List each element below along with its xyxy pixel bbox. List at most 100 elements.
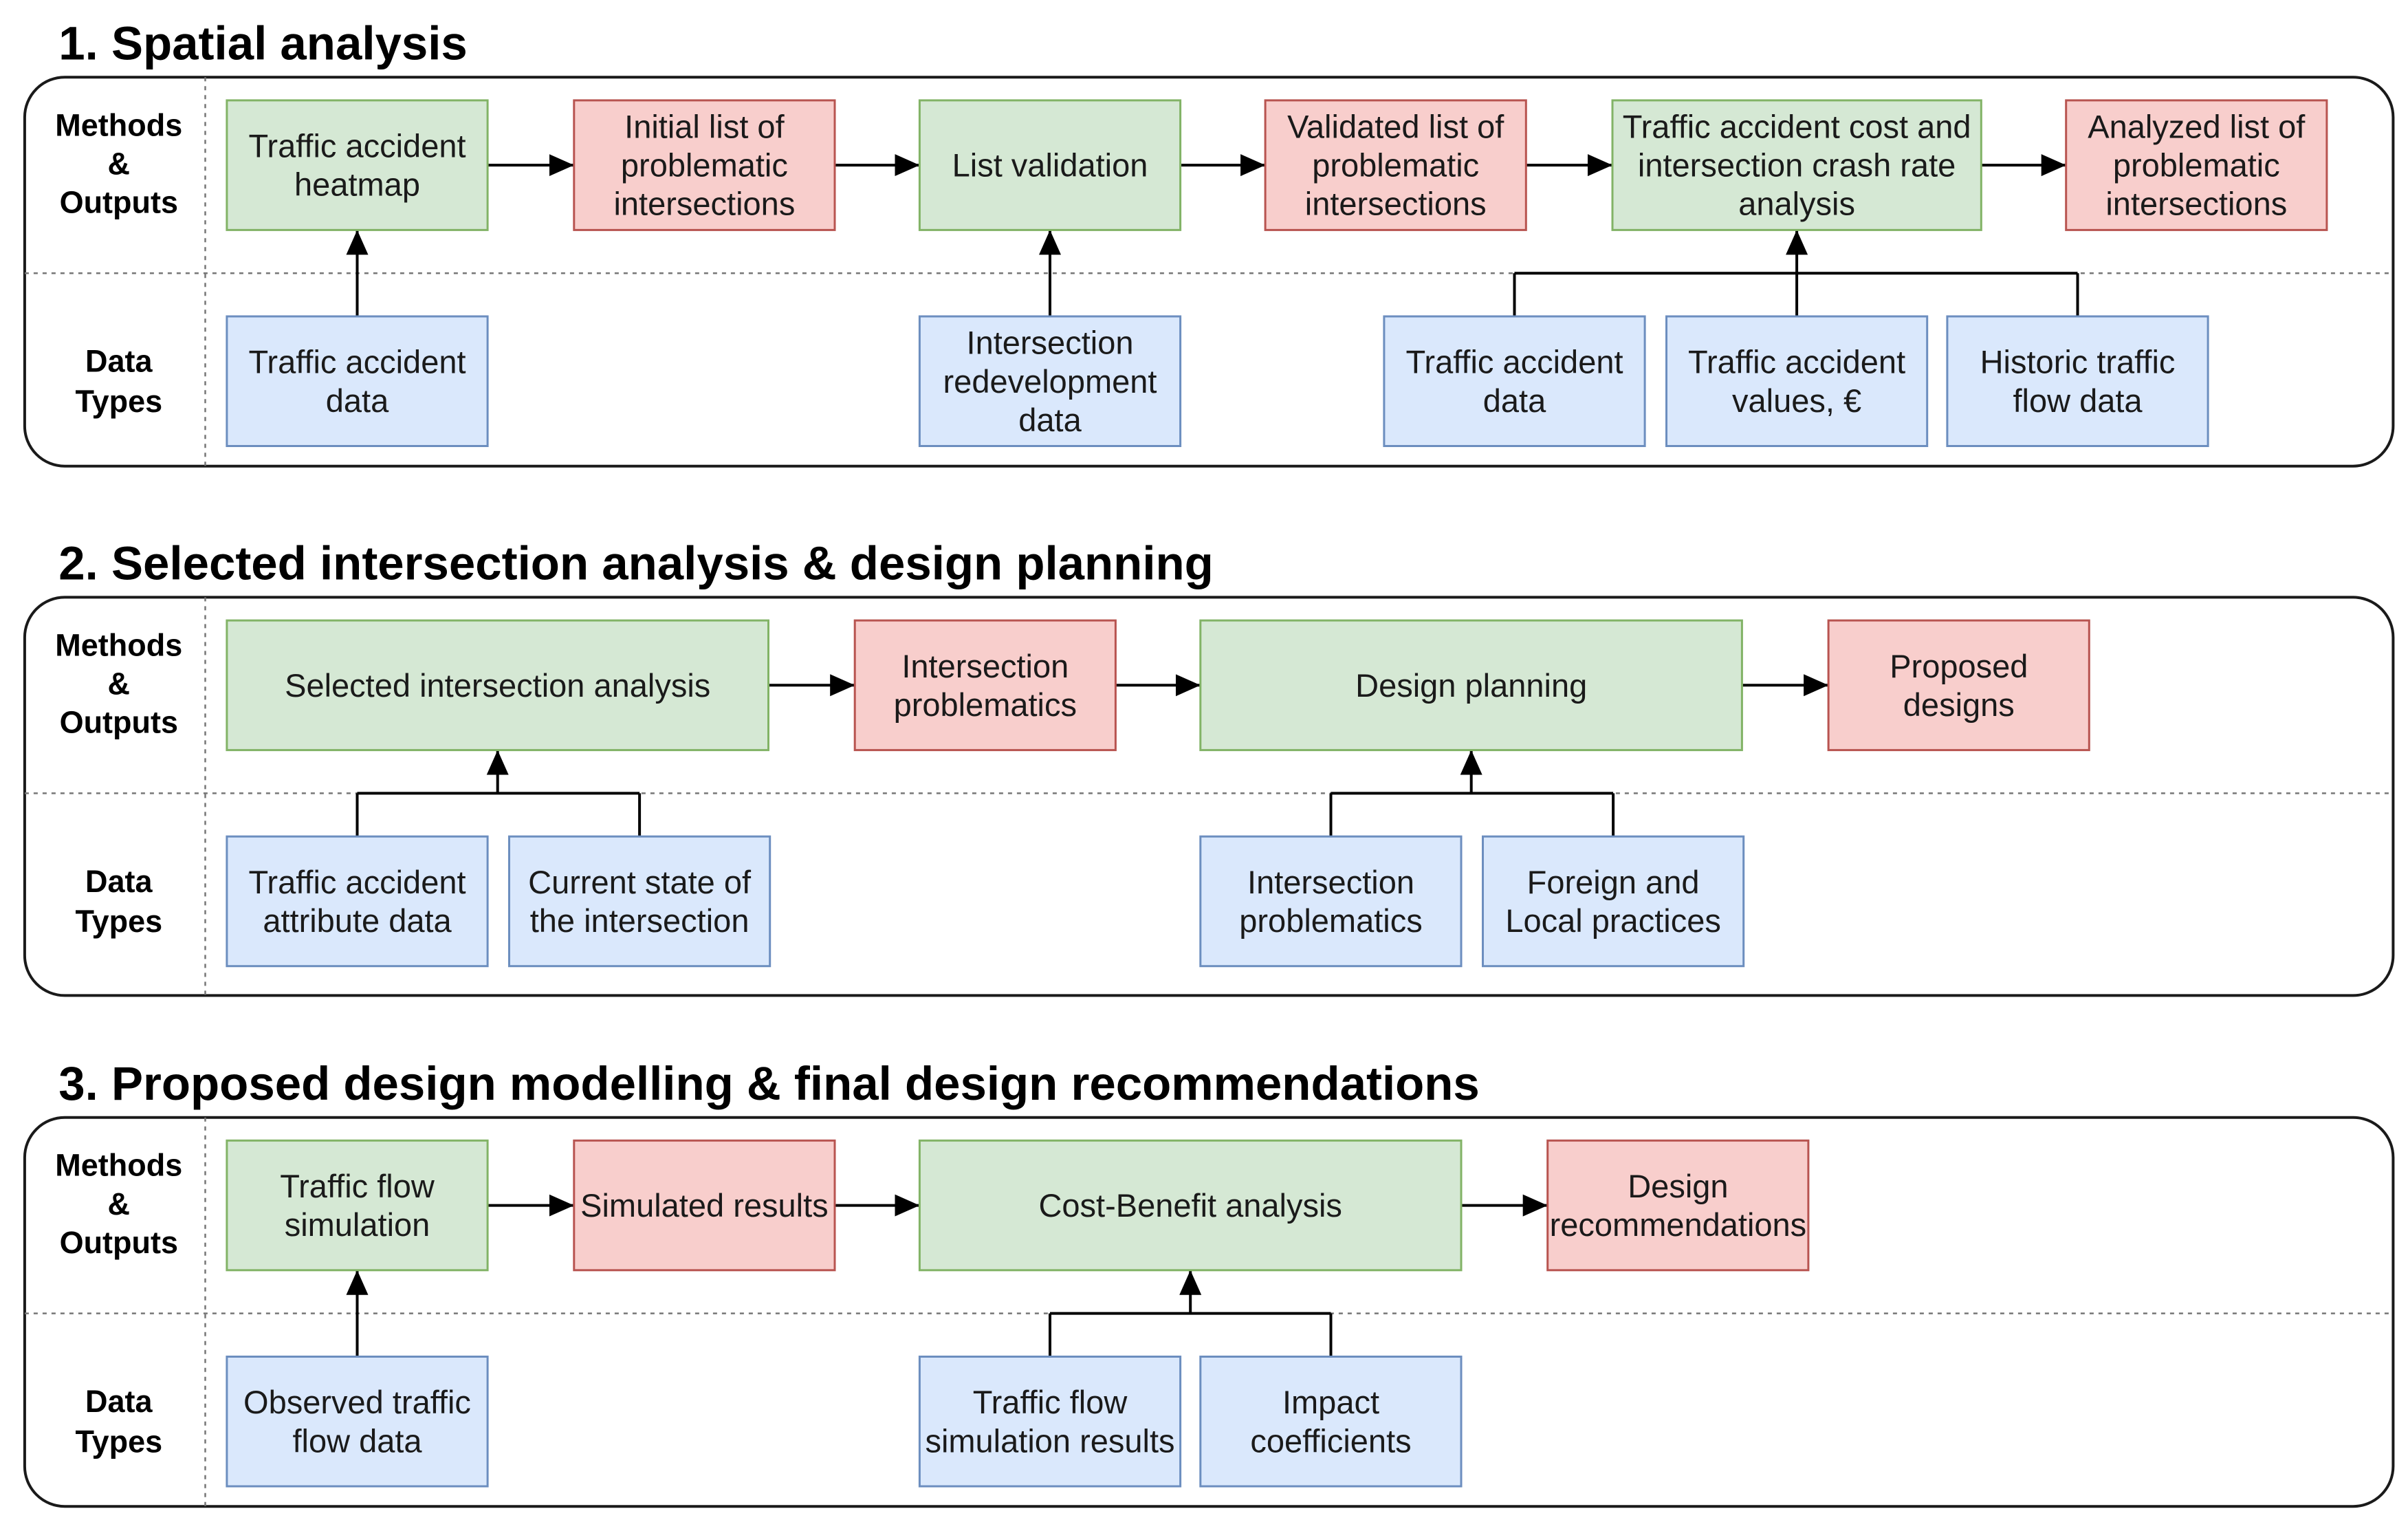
s2-problematics-box (853, 619, 1117, 752)
s2-attribute-data-box (226, 835, 489, 968)
s2-design-planning-line-1: Design planning (1355, 667, 1587, 704)
labels-layer: 1. Spatial analysisMethods&OutputsDataTy… (55, 17, 2306, 1459)
s1-redevelopment-line-2: redevelopment (943, 363, 1157, 400)
s3-flow-simulation-line-1: Traffic flow (280, 1168, 435, 1204)
s2-problematics-data-box (1199, 835, 1463, 968)
s1-accident-data-2-line-2: data (1483, 382, 1546, 419)
section-2-data-label-line-2: Types (75, 904, 162, 939)
s3-impact-coefficients-line-1: Impact (1282, 1384, 1379, 1420)
s1-historic-flow-line-2: flow data (2013, 382, 2143, 419)
s1-accident-data-line-2: data (326, 382, 389, 419)
s3-simulated-results-box (573, 1139, 836, 1272)
s2-problematics-data-line-2: problematics (1239, 902, 1422, 939)
panels-layer (23, 76, 2395, 1508)
section-1-methods-label-line-2: & (108, 146, 131, 181)
connectors-layer (346, 154, 2079, 1357)
s1-cost-analysis-line-2: intersection crash rate (1638, 147, 1956, 184)
nodes-layer (226, 99, 2328, 1488)
s2-selected-analysis-line-1: Selected intersection analysis (285, 667, 710, 704)
section-2-data-label-line-1: Data (85, 864, 153, 899)
s2-problematics-line-1: Intersection (901, 648, 1069, 684)
s3-flow-simulation-box (226, 1139, 489, 1272)
s3-flow-simulation-line-2: simulation (285, 1206, 430, 1243)
s2-current-state-box (508, 835, 771, 968)
section-3-methods-label-line-3: Outputs (60, 1225, 178, 1260)
s2-attribute-data-line-2: attribute data (263, 902, 452, 939)
s3-simulated-results-line-1: Simulated results (580, 1187, 829, 1224)
s2-current-state-line-1: Current state of (528, 864, 752, 900)
s3-observed-flow-box (226, 1356, 489, 1488)
s1-accident-values-line-1: Traffic accident (1688, 344, 1905, 380)
section-3-data-label-line-1: Data (85, 1384, 153, 1419)
s2-selected-analysis-box (226, 619, 769, 752)
s1-heatmap-box (226, 99, 489, 231)
s1-redevelopment-line-3: data (1018, 402, 1082, 438)
section-3-data-label-line-2: Types (75, 1424, 162, 1459)
s3-recommendations-line-2: recommendations (1550, 1206, 1807, 1243)
s3-impact-coefficients-line-2: coefficients (1250, 1422, 1411, 1459)
section-3-title: 3. Proposed design modelling & final des… (58, 1057, 1480, 1110)
s2-practices-box (1482, 835, 1745, 968)
s3-cost-benefit-line-1: Cost-Benefit analysis (1038, 1187, 1342, 1224)
s1-initial-list-box (573, 99, 836, 231)
s3-observed-flow-line-1: Observed traffic (243, 1384, 471, 1420)
section-2-title: 2. Selected intersection analysis & desi… (58, 537, 1213, 590)
s1-initial-list-line-2: problematic (621, 147, 788, 184)
section-2-methods-label-line-1: Methods (55, 628, 182, 663)
s1-cost-analysis-line-3: analysis (1738, 186, 1855, 222)
section-1-methods-label-line-3: Outputs (60, 185, 178, 220)
s2-design-planning-box (1199, 619, 1743, 752)
s1-validation-line-1: List validation (952, 147, 1148, 184)
s3-impact-coefficients-box (1199, 1356, 1463, 1488)
s2-problematics-data-line-1: Intersection (1247, 864, 1414, 900)
s1-heatmap-line-2: heatmap (294, 166, 420, 203)
s2-current-state-line-2: the intersection (530, 902, 749, 939)
s1-heatmap-line-1: Traffic accident (248, 128, 466, 164)
s1-analyzed-list-line-1: Analyzed list of (2088, 109, 2306, 145)
s2-problematics-line-2: problematics (894, 686, 1077, 723)
s1-cost-analysis-line-1: Traffic accident cost and (1623, 109, 1971, 145)
s3-observed-flow-line-2: flow data (292, 1422, 422, 1459)
s3-simulation-results-box (918, 1356, 1182, 1488)
s1-accident-data-2-box (1383, 315, 1646, 447)
s3-simulation-results-line-1: Traffic flow (973, 1384, 1128, 1420)
s1-historic-flow-line-1: Historic traffic (1980, 344, 2176, 380)
section-1-methods-label-line-1: Methods (55, 107, 182, 142)
s3-simulation-results-line-2: simulation results (925, 1422, 1174, 1459)
s1-analyzed-list-line-3: intersections (2105, 186, 2287, 222)
section-3-methods-label-line-1: Methods (55, 1148, 182, 1183)
s2-proposed-designs-box (1827, 619, 2090, 752)
s3-cost-benefit-box (918, 1139, 1463, 1272)
s3-recommendations-line-1: Design (1628, 1168, 1728, 1204)
section-2-methods-label-line-2: & (108, 666, 131, 702)
s1-accident-data-2-line-1: Traffic accident (1405, 344, 1623, 380)
s1-historic-flow-box (1946, 315, 2209, 447)
s1-validated-list-box (1264, 99, 1527, 231)
s1-initial-list-line-1: Initial list of (624, 109, 785, 145)
s1-redevelopment-line-1: Intersection (967, 325, 1134, 361)
s2-proposed-designs-line-2: designs (1903, 686, 2015, 723)
s2-proposed-designs-line-1: Proposed (1890, 648, 2028, 684)
s1-accident-values-box (1665, 315, 1929, 447)
s1-analyzed-list-box (2065, 99, 2328, 231)
s3-recommendations-box (1546, 1139, 1810, 1272)
s1-accident-values-line-2: values, € (1732, 382, 1861, 419)
s1-validated-list-line-3: intersections (1305, 186, 1487, 222)
s1-validation-box (918, 99, 1182, 231)
section-3-methods-label-line-2: & (108, 1186, 131, 1221)
s2-practices-line-2: Local practices (1505, 902, 1721, 939)
s1-cost-analysis-box (1611, 99, 1982, 231)
s1-redevelopment-box (918, 315, 1182, 447)
section-2-methods-label-line-3: Outputs (60, 705, 178, 740)
s1-accident-data-line-1: Traffic accident (248, 344, 466, 380)
section-1-data-label-line-2: Types (75, 384, 162, 419)
s1-validated-list-line-2: problematic (1312, 147, 1479, 184)
s1-analyzed-list-line-2: problematic (2113, 147, 2280, 184)
s1-validated-list-line-1: Validated list of (1287, 109, 1504, 145)
s2-attribute-data-line-1: Traffic accident (248, 864, 466, 900)
section-1-data-label-line-1: Data (85, 344, 153, 379)
s1-initial-list-line-3: intersections (613, 186, 795, 222)
section-1-title: 1. Spatial analysis (58, 17, 468, 69)
s1-accident-data-box (226, 315, 489, 447)
